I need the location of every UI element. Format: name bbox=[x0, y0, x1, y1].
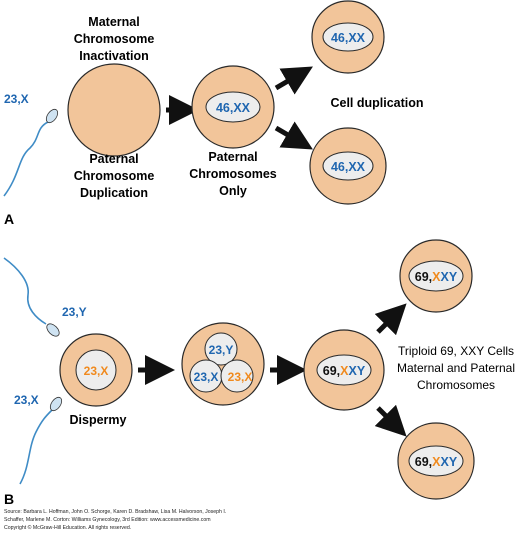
maternal-inactivation-text: Maternal Chromosome Inactivation bbox=[74, 15, 155, 63]
panel-label: B bbox=[4, 491, 14, 507]
maternal-line-2: Chromosome bbox=[74, 32, 155, 46]
daughter-cell-label: 46,XX bbox=[331, 160, 366, 174]
karyotype-y: Y bbox=[357, 364, 366, 378]
maternal-line-1: Maternal bbox=[88, 15, 139, 29]
egg-cell: 23,X bbox=[59, 333, 133, 407]
triploid-description: Triploid 69, XXY Cells Maternal and Pate… bbox=[397, 344, 515, 392]
karyotype-x-maternal: X bbox=[349, 364, 358, 378]
karyotype-prefix: 69, bbox=[323, 364, 340, 378]
sperm-icon bbox=[19, 396, 63, 485]
panel-b: 23,Y 23,X 23,X Dispermy 23,Y 23,X 23,X bbox=[3, 239, 515, 507]
panel-label: A bbox=[4, 211, 14, 227]
pronucleus-label: 23,X bbox=[228, 370, 253, 384]
pronucleus-label: 23,X bbox=[194, 370, 219, 384]
triploid-daughter-cell: 69,XXY bbox=[397, 422, 475, 500]
karyotype-x-paternal: X bbox=[432, 270, 441, 284]
daughter-cell-label: 46,XX bbox=[331, 31, 366, 45]
triploid-cell-label: 69,XXY bbox=[323, 364, 366, 378]
triploid-cell: 69,XXY bbox=[303, 329, 385, 411]
empty-egg-cell bbox=[67, 63, 161, 157]
caption-line: Source: Barbara L. Hoffman, John O. Scho… bbox=[4, 509, 227, 515]
caption-line: Schaffer, Marlene M. Corton: Williams Gy… bbox=[4, 517, 211, 523]
paternal-only-line-3: Only bbox=[219, 184, 247, 198]
sperm-icon bbox=[3, 108, 59, 197]
triploid-line-3: Chromosomes bbox=[417, 378, 495, 392]
sperm-label: 23,X bbox=[4, 92, 29, 106]
daughter-cell: 46,XX bbox=[309, 127, 387, 205]
cell-duplication-label: Cell duplication bbox=[330, 96, 423, 110]
panel-a: 23,X Maternal Chromosome Inactivation Pa… bbox=[3, 0, 424, 227]
triploid-line-2: Maternal and Paternal bbox=[397, 361, 515, 375]
karyotype-x-paternal: X bbox=[340, 364, 349, 378]
caption-line: Copyright © McGraw-Hill Education. All r… bbox=[4, 525, 132, 531]
arrow bbox=[274, 121, 313, 150]
source-caption: Source: Barbara L. Hoffman, John O. Scho… bbox=[4, 508, 244, 532]
trinuclear-cell: 23,Y 23,X 23,X bbox=[181, 322, 265, 406]
paternal-only-line-1: Paternal bbox=[208, 150, 257, 164]
karyotype-y: Y bbox=[449, 455, 458, 469]
arrow bbox=[374, 404, 407, 437]
karyotype-y: Y bbox=[449, 270, 458, 284]
triploid-line-1: Triploid 69, XXY Cells bbox=[398, 344, 514, 358]
dispermy-label: Dispermy bbox=[70, 413, 127, 427]
paternal-only-line-2: Chromosomes bbox=[189, 167, 277, 181]
arrow bbox=[374, 303, 407, 336]
triploid-daughter-label: 69,XXY bbox=[415, 455, 458, 469]
triploid-daughter-label: 69,XXY bbox=[415, 270, 458, 284]
karyotype-x-maternal: X bbox=[441, 270, 450, 284]
karyotype-prefix: 69, bbox=[415, 455, 432, 469]
diploid-cell-label: 46,XX bbox=[216, 101, 251, 115]
karyotype-x-paternal: X bbox=[432, 455, 441, 469]
triploid-daughter-cell: 69,XXY bbox=[399, 239, 473, 313]
sperm-icon bbox=[3, 257, 60, 337]
daughter-cell: 46,XX bbox=[311, 0, 385, 74]
maternal-line-3: Inactivation bbox=[79, 49, 148, 63]
diploid-cell: 46,XX bbox=[191, 65, 275, 149]
sperm-label: 23,Y bbox=[62, 305, 87, 319]
paternal-dup-line-3: Duplication bbox=[80, 186, 148, 200]
karyotype-prefix: 69, bbox=[415, 270, 432, 284]
karyotype-x-maternal: X bbox=[441, 455, 450, 469]
pronucleus-label: 23,Y bbox=[209, 343, 234, 357]
paternal-dup-line-1: Paternal bbox=[89, 152, 138, 166]
arrow bbox=[274, 66, 313, 95]
paternal-duplication-text: Paternal Chromosome Duplication bbox=[74, 152, 155, 200]
paternal-only-text: Paternal Chromosomes Only bbox=[189, 150, 277, 198]
paternal-dup-line-2: Chromosome bbox=[74, 169, 155, 183]
egg-nucleus-label: 23,X bbox=[84, 364, 109, 378]
sperm-label: 23,X bbox=[14, 393, 39, 407]
